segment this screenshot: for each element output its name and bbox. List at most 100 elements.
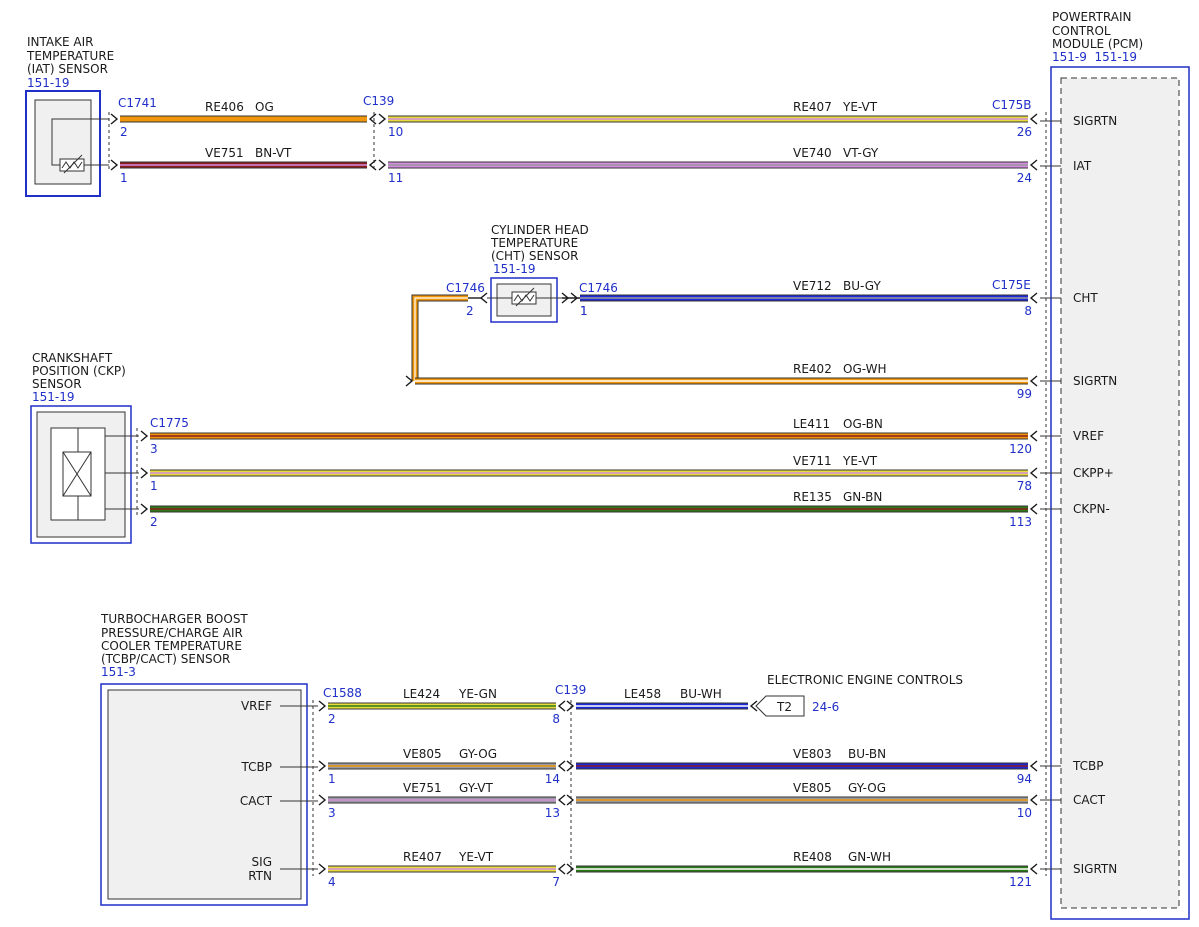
wire-color-label: YE-VT — [842, 454, 878, 468]
pin-number: 26 — [1017, 125, 1032, 139]
tcbp-pin-label: CACT — [240, 794, 273, 808]
wire-circuit-label: VE803 — [793, 747, 832, 761]
cht-sensor-ref: 151-19 — [493, 262, 536, 276]
wire-circuit-label: RE408 — [793, 850, 832, 864]
iat-sensor-ref: 151-19 — [27, 76, 70, 90]
connector-c139-top: C139 — [363, 94, 394, 108]
arrow-icon — [1029, 863, 1038, 875]
wire-color-label: YE-VT — [458, 850, 494, 864]
pcm-pin-cht: CHT — [1073, 291, 1098, 305]
pin-number: 10 — [1017, 806, 1032, 820]
eec-label: ELECTRONIC ENGINE CONTROLS — [767, 673, 963, 687]
pcm-pin-labels: SIGRTNIATCHTSIGRTNVREFCKPP+CKPN-TCBPCACT… — [1040, 114, 1117, 876]
pin-number: 1 — [580, 304, 588, 318]
arrow-icon — [749, 700, 758, 712]
terminal-flag-icon — [755, 695, 805, 717]
pin-number: 10 — [388, 125, 403, 139]
tcbp-sensor-label-line4: (TCBP/CACT) SENSOR — [101, 652, 230, 666]
pin-number: 7 — [552, 875, 560, 889]
tcbp-pin-label: VREF — [241, 699, 272, 713]
tcbp-sensor-ref: 151-3 — [101, 665, 136, 679]
wire-color-label: BU-GY — [843, 279, 881, 293]
arrow-icon — [110, 159, 119, 171]
wire-color-label: OG-BN — [843, 417, 883, 431]
pcm-pin-iat: IAT — [1073, 159, 1092, 173]
wire-color-label: BN-VT — [255, 146, 292, 160]
pin-number: 2 — [120, 125, 128, 139]
arrow-icon — [1029, 467, 1038, 479]
pin-number: 14 — [545, 772, 560, 786]
pcm-pin-ckpp: CKPP+ — [1073, 466, 1114, 480]
tcbp-pin-label: TCBP — [241, 760, 272, 774]
re402-loop — [411, 294, 468, 381]
cht-sensor-label-line2: TEMPERATURE — [490, 236, 578, 250]
cht-pin-1: 1 — [580, 304, 588, 318]
wire-circuit-label: RE402 — [793, 362, 832, 376]
arrow-icon — [557, 794, 566, 806]
ckp-sensor-label-line3: SENSOR — [32, 377, 82, 391]
wire-color-label: VT-GY — [843, 146, 879, 160]
wire-color-label: GN-BN — [843, 490, 882, 504]
pin-number: 4 — [328, 875, 336, 889]
wire-color-label: GY-OG — [459, 747, 497, 761]
eec-terminal: T2 — [776, 700, 792, 714]
arrow-icon — [318, 700, 327, 712]
connector-c1588: C1588 — [323, 686, 362, 700]
wire-circuit-label: RE135 — [793, 490, 832, 504]
arrow-icon — [566, 760, 575, 772]
arrow-icon — [566, 794, 575, 806]
arrow-icon — [140, 503, 149, 515]
pin-number: 11 — [388, 171, 403, 185]
pin-number: 24 — [1017, 171, 1032, 185]
pin-number: 1 — [328, 772, 336, 786]
arrow-icon — [1029, 375, 1038, 387]
arrow-icon — [557, 760, 566, 772]
wire-circuit-label: RE406 — [205, 100, 244, 114]
pin-number: 8 — [552, 712, 560, 726]
iat-sensor-label-line3: (IAT) SENSOR — [27, 62, 108, 76]
connector-c1746-right: C1746 — [579, 281, 618, 295]
tcbp-pin-labels: VREF TCBP CACT SIGRTN — [240, 699, 318, 883]
arrow-icon — [378, 113, 387, 125]
wire-color-label: GY-VT — [459, 781, 493, 795]
tcbp-pin-label: RTN — [248, 869, 272, 883]
pcm-pin-sigrtn: SIGRTN — [1073, 114, 1117, 128]
arrow-icon — [566, 700, 575, 712]
electronic-engine-controls: ELECTRONIC ENGINE CONTROLS T2 24-6 — [755, 673, 963, 717]
pin-number: 120 — [1009, 442, 1032, 456]
pin-number: 3 — [328, 806, 336, 820]
pin-number: 99 — [1017, 387, 1032, 401]
cht-sensor: CYLINDER HEAD TEMPERATURE (CHT) SENSOR 1… — [487, 223, 589, 323]
wire-circuit-label: VE711 — [793, 454, 832, 468]
arrow-icon — [557, 863, 566, 875]
pcm-body — [1060, 77, 1180, 909]
wire-circuit-label: VE751 — [205, 146, 244, 160]
pcm-pin-sigrtn: SIGRTN — [1073, 862, 1117, 876]
tcbp-sensor-label-line1: TURBOCHARGER BOOST — [100, 612, 248, 626]
arrow-icon — [557, 700, 566, 712]
pcm-ref: 151-9 151-19 — [1052, 50, 1137, 64]
pcm-pin-tcbp: TCBP — [1072, 759, 1103, 773]
arrow-icon — [318, 794, 327, 806]
pcm-module: POWERTRAIN CONTROL MODULE (PCM) 151-9 15… — [1040, 10, 1190, 920]
connector-c1746-left: C1746 — [446, 281, 485, 295]
arrow-icon — [140, 467, 149, 479]
arrow-icon — [1029, 113, 1038, 125]
pin-number: 113 — [1009, 515, 1032, 529]
pin-number: 1 — [150, 479, 158, 493]
arrow-icon — [405, 375, 414, 387]
arrow-icon — [140, 430, 149, 442]
arrow-icon — [318, 760, 327, 772]
wire-circuit-label: VE751 — [403, 781, 442, 795]
tcbp-pin-label: SIG — [252, 855, 272, 869]
pcm-label-line2: CONTROL — [1052, 24, 1111, 38]
